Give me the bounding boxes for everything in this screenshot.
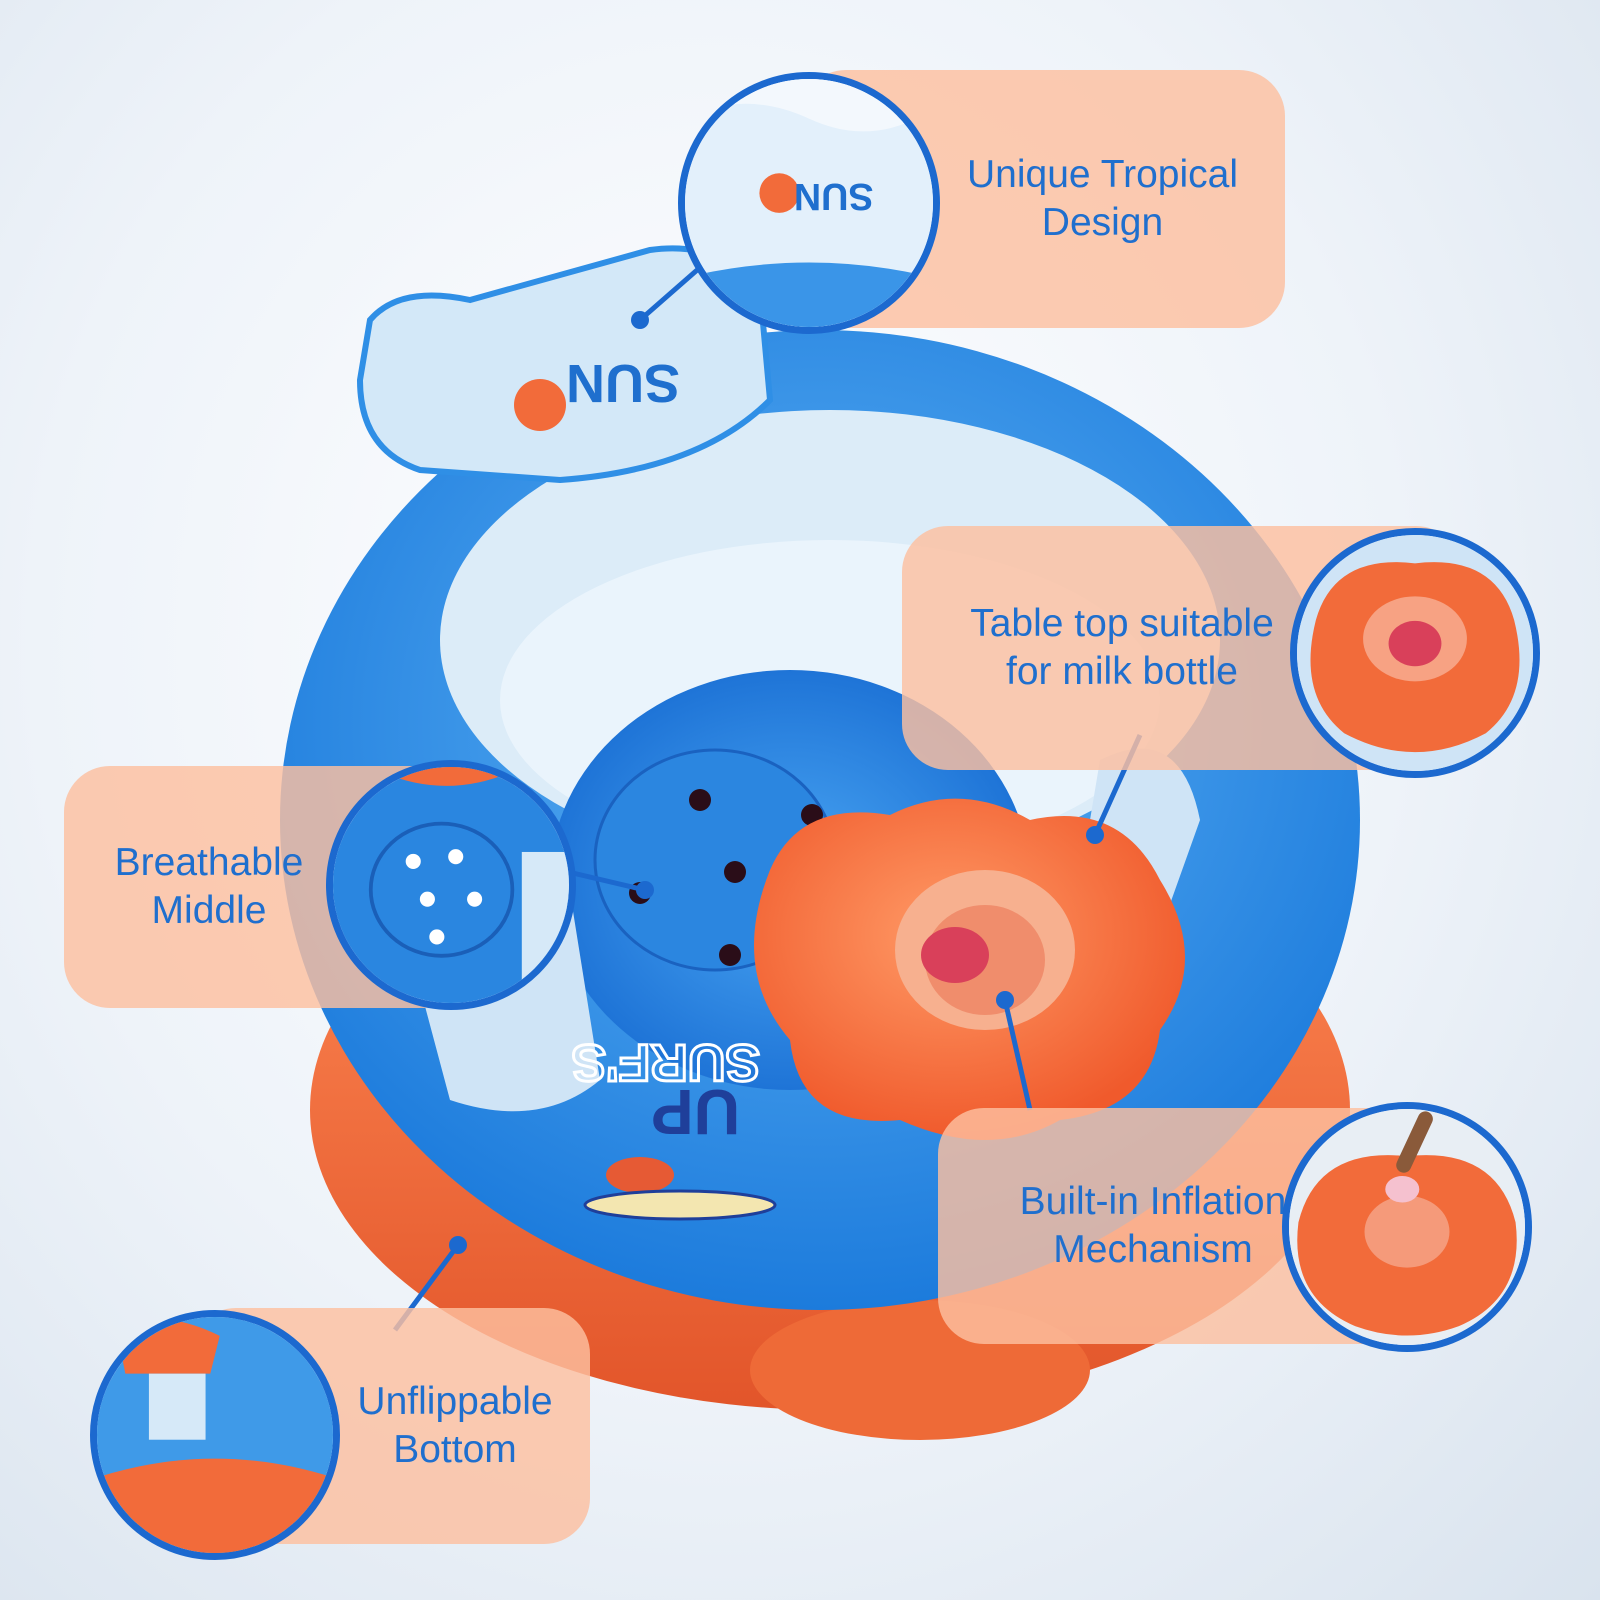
zoom-headrest-detail: SUN (678, 72, 940, 334)
zoom-cup-holder (1290, 528, 1540, 778)
connector-dots (449, 311, 1104, 1254)
callout-bottom-line1: Unflippable (357, 1380, 553, 1423)
lobster-graphic (583, 1157, 777, 1221)
callout-table-line1: Table top suitable (970, 602, 1274, 645)
headrest-pillow (356, 245, 774, 484)
headrest-sun-text: SUN (566, 353, 680, 413)
seat-print-text-line1: SURF'S (571, 1033, 760, 1091)
zoom-unflippable-bottom (90, 1310, 340, 1560)
zoom-inflation-valve (1282, 1102, 1532, 1352)
callout-breathable-line1: Breathable (114, 841, 304, 884)
seat-print-text-line2: UP (651, 1076, 740, 1148)
callout-tropical-line2: Design (1041, 201, 1164, 244)
sun-graphic (514, 379, 566, 431)
svg-text:SUN: SUN (794, 176, 874, 218)
callout-bottom-line2: Bottom (393, 1428, 517, 1471)
zoom-breathable-mesh (326, 760, 576, 1010)
inflation-valve (921, 927, 989, 983)
callout-tropical-line1: Unique Tropical (967, 153, 1238, 196)
callout-table-line2: for milk bottle (1006, 650, 1238, 693)
callout-inflation-line1: Built-in Inflation (1019, 1180, 1287, 1223)
callout-inflation-line2: Mechanism (1053, 1228, 1253, 1271)
callout-breathable-line2: Middle (151, 889, 267, 932)
